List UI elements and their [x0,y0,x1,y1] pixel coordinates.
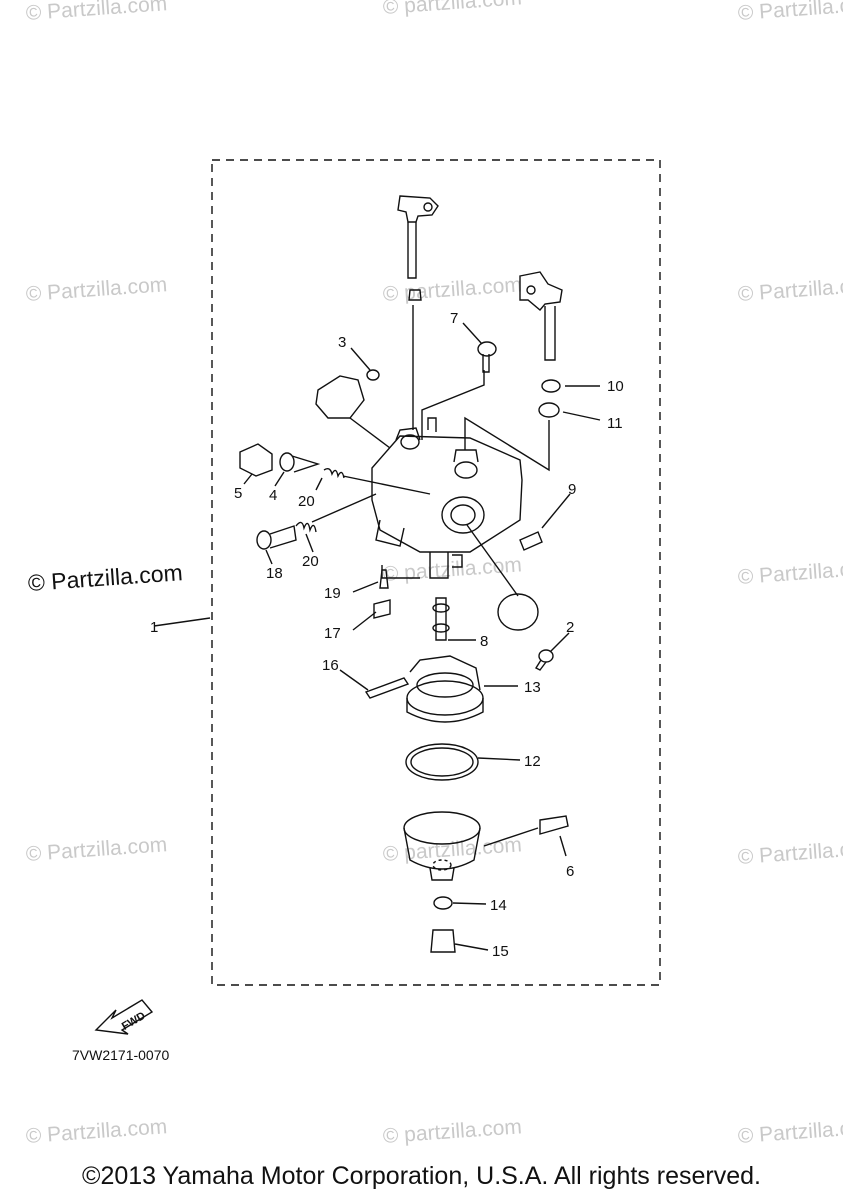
callout-4: 4 [269,487,277,504]
screw-3 [366,369,380,381]
diagram-code: 7VW2171-0070 [72,1047,170,1063]
callout-10: 10 [607,378,624,395]
callout-1: 1 [150,619,158,636]
choke-lever [397,195,439,279]
callout-labels: 1 2 3 4 5 6 7 8 9 10 11 12 13 14 15 16 1… [150,310,624,960]
screw-6 [539,815,569,835]
washer-11 [538,402,560,418]
gasket-12 [405,743,479,781]
washer-14 [433,896,453,910]
callout-7: 7 [450,310,458,327]
spring-20a [323,467,345,479]
seal-top [408,289,422,301]
float-bowl [403,811,481,881]
callout-20b: 20 [302,553,319,570]
callout-2: 2 [566,619,574,636]
pin-16 [364,677,410,699]
screw-9 [519,531,543,551]
callout-13: 13 [524,679,541,696]
callout-8: 8 [480,633,488,650]
callout-3: 3 [338,334,346,351]
callout-20a: 20 [298,493,315,510]
screw-2 [534,649,554,671]
needle-19 [379,569,389,589]
callout-11: 11 [607,415,623,432]
callout-6: 6 [566,863,574,880]
copyright-notice: ©2013 Yamaha Motor Corporation, U.S.A. A… [82,1162,761,1190]
clip-17 [373,599,391,619]
throttle-lever [519,271,563,361]
plug-15 [430,929,456,953]
carburetor-body [371,417,523,579]
float-13 [406,655,484,723]
jet-8 [435,597,447,641]
callout-9: 9 [568,481,576,498]
plate-round [497,593,539,631]
screw-4 [279,452,321,473]
fwd-label: FWD [120,1010,148,1033]
callout-15: 15 [492,943,509,960]
callout-17: 17 [324,625,341,642]
callout-5: 5 [234,485,242,502]
fwd-arrow-icon: FWD [94,999,154,1035]
callout-12: 12 [524,753,541,770]
callout-18: 18 [266,565,283,582]
screw-7 [477,341,497,373]
callout-16: 16 [322,657,339,674]
assembly-outline [211,159,661,986]
cap-5 [239,443,273,477]
callout-14: 14 [490,897,507,914]
plate-3 [315,375,365,419]
screw-18 [256,525,297,550]
washer-10 [541,379,561,393]
callout-19: 19 [324,585,341,602]
spring-20b [295,521,317,533]
